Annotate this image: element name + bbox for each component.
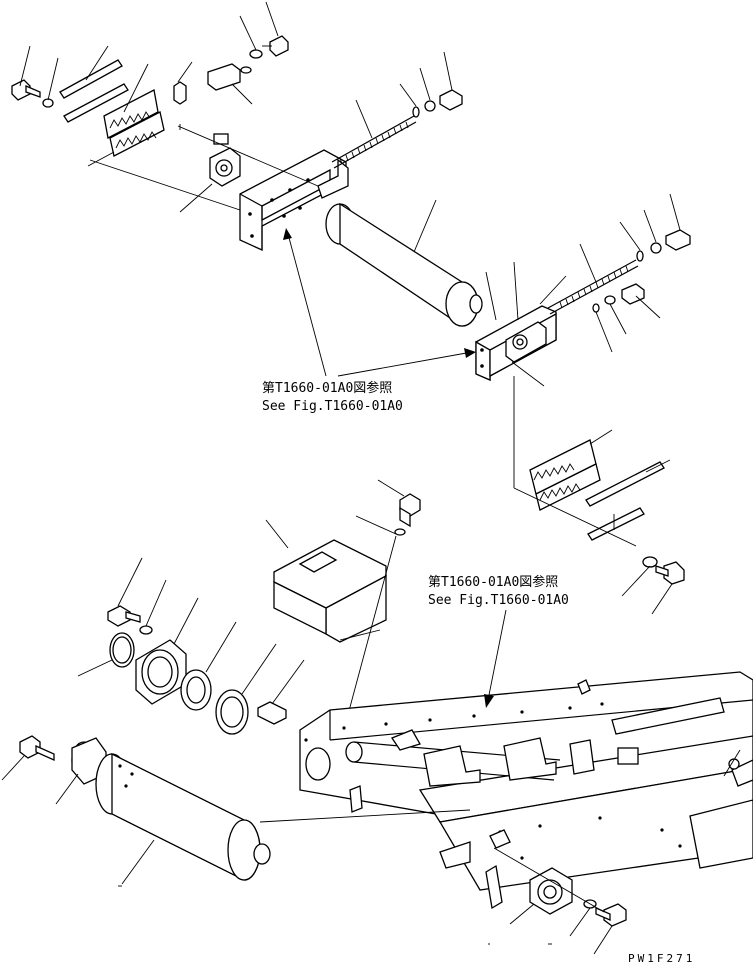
bolt-cover bbox=[345, 479, 421, 723]
reference-arrow-lower bbox=[484, 609, 507, 708]
lower-frame-assembly: 第T1660-01A0図参照 See Fig.T1660-01A0 bbox=[1, 479, 753, 955]
reference-note-lower-en: See Fig.T1660-01A0 bbox=[428, 593, 569, 608]
upper-take-up-assembly: 第T1660-01A0図参照 See Fig.T1660-01A0 bbox=[11, 1, 691, 615]
bolts-top bbox=[239, 1, 289, 74]
bolt-upper-left bbox=[11, 45, 59, 108]
adjusting-rod-right bbox=[547, 193, 691, 315]
reference-note-upper-jp: 第T1660-01A0図参照 bbox=[262, 380, 392, 396]
main-frame bbox=[259, 671, 753, 891]
bearing-sprocket-upper bbox=[179, 133, 241, 213]
frame-bracket-upper bbox=[239, 149, 349, 252]
drawing-code: PW1F271 bbox=[628, 952, 695, 965]
cover-plate bbox=[265, 519, 387, 643]
bolts-lower-right bbox=[621, 556, 685, 615]
bearing-group-left bbox=[77, 557, 305, 735]
idler-roller-upper bbox=[325, 199, 483, 327]
shim-plates-upper-left bbox=[59, 45, 165, 167]
roller-lower bbox=[1, 735, 271, 887]
reference-note-lower-jp: 第T1660-01A0図参照 bbox=[428, 574, 558, 590]
frame-bracket-right bbox=[475, 261, 567, 480]
reference-arrows-upper bbox=[89, 124, 476, 377]
adjusting-rod-upper bbox=[331, 51, 463, 169]
grease-fitting-upper bbox=[173, 61, 253, 105]
shim-plates-lower-right bbox=[513, 429, 671, 547]
bearing-group-bottom bbox=[485, 829, 627, 955]
bolts-right-small bbox=[592, 283, 661, 353]
reference-note-upper-en: See Fig.T1660-01A0 bbox=[262, 399, 403, 414]
